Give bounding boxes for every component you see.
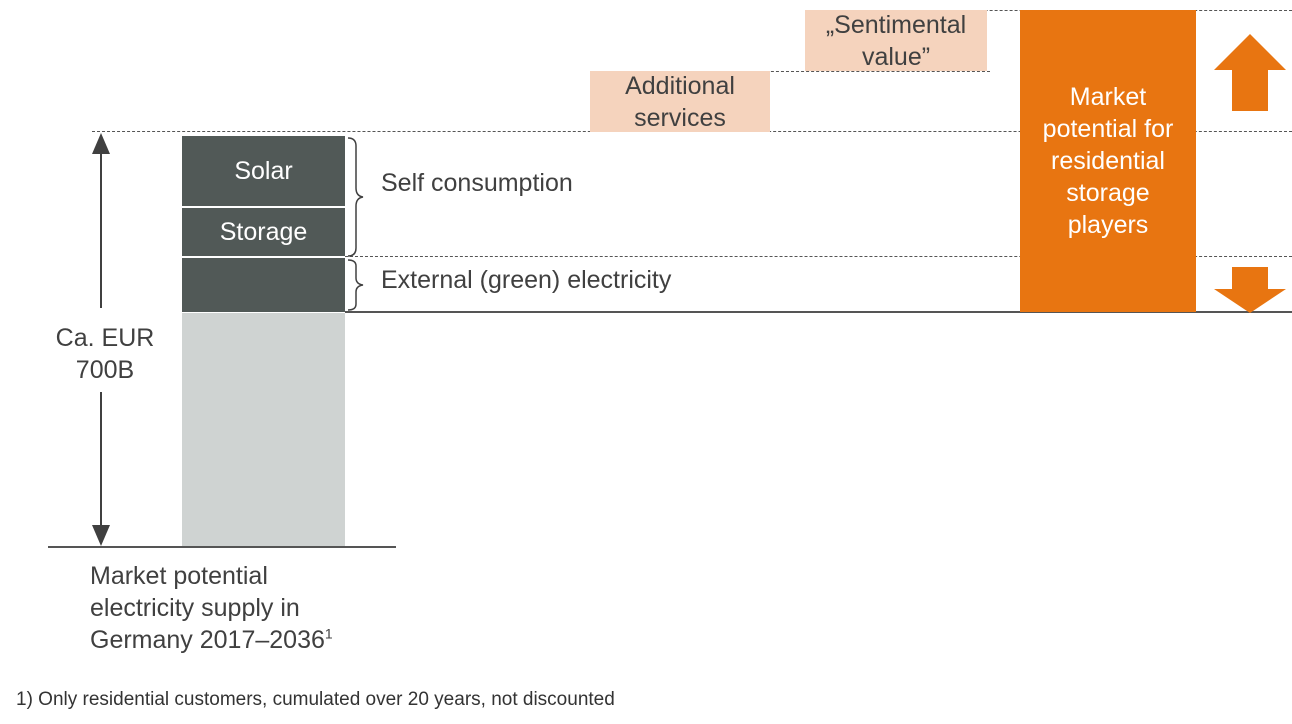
sentimental-value-box: „Sentimental value” — [805, 10, 987, 71]
total-range-arrow-icon — [92, 133, 110, 546]
left-baseline — [48, 546, 396, 548]
self-consumption-dashed-line — [345, 256, 1292, 257]
base-bar — [182, 313, 345, 547]
total-value-label: Ca. EUR 700B — [55, 324, 155, 384]
external-electricity-bracket — [347, 259, 364, 311]
self-consumption-bracket — [347, 137, 364, 257]
down-arrow-icon — [1214, 267, 1286, 313]
up-arrow-icon — [1214, 34, 1286, 111]
self-consumption-label: Self consumption — [381, 169, 573, 197]
external-electricity-label: External (green) electricity — [381, 266, 672, 294]
additional-services-dashed-line — [590, 71, 990, 72]
solar-segment: Solar — [182, 136, 345, 206]
additional-services-box: Additional services — [590, 71, 770, 132]
storage-segment: Storage — [182, 208, 345, 256]
left-bar-caption: Market potential electricity supply in G… — [90, 562, 333, 654]
external-segment — [182, 258, 345, 312]
market-potential-box: Market potential for residential storage… — [1020, 10, 1196, 312]
external-baseline — [345, 311, 1292, 313]
footnote: 1) Only residential customers, cumulated… — [16, 689, 615, 710]
